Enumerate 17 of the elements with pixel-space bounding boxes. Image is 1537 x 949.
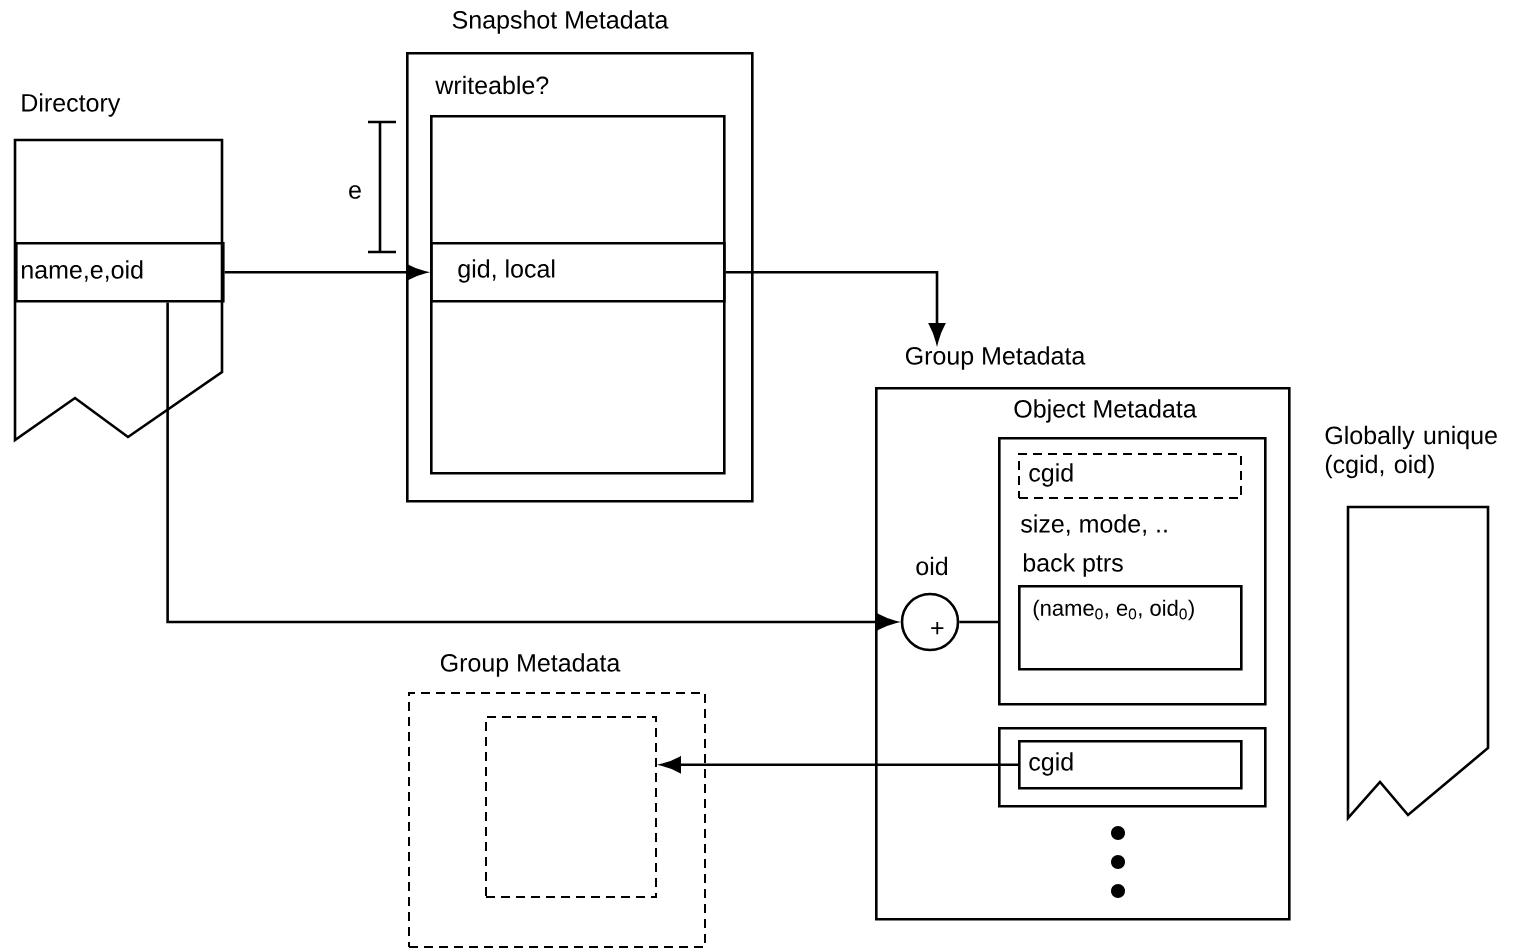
- node-label: Snapshot Metadata: [452, 10, 669, 34]
- node-label: Globally unique (cgid, oid): [1325, 425, 1497, 479]
- field-box: [998, 727, 1267, 808]
- table-box: [485, 716, 657, 898]
- dimension-label: e: [349, 185, 361, 199]
- metadata-box: Group Metadata: [408, 653, 706, 948]
- table-row: name,e,oid: [15, 242, 225, 303]
- node-label: Group Metadata: [905, 346, 1086, 370]
- node-label: Group Metadata: [440, 653, 621, 677]
- field-box: cgid: [1018, 740, 1243, 790]
- field-box: (name$_{0}$, e$_{0}$, oid$_{0}$): [1018, 585, 1243, 671]
- node-caption: oid: [916, 556, 948, 576]
- table-row: gid, local: [430, 242, 726, 303]
- node-label: Directory: [22, 93, 121, 117]
- node-label: Object Metadata: [1014, 399, 1197, 423]
- field-box: cgid: [1018, 453, 1242, 499]
- table-box: [430, 115, 726, 475]
